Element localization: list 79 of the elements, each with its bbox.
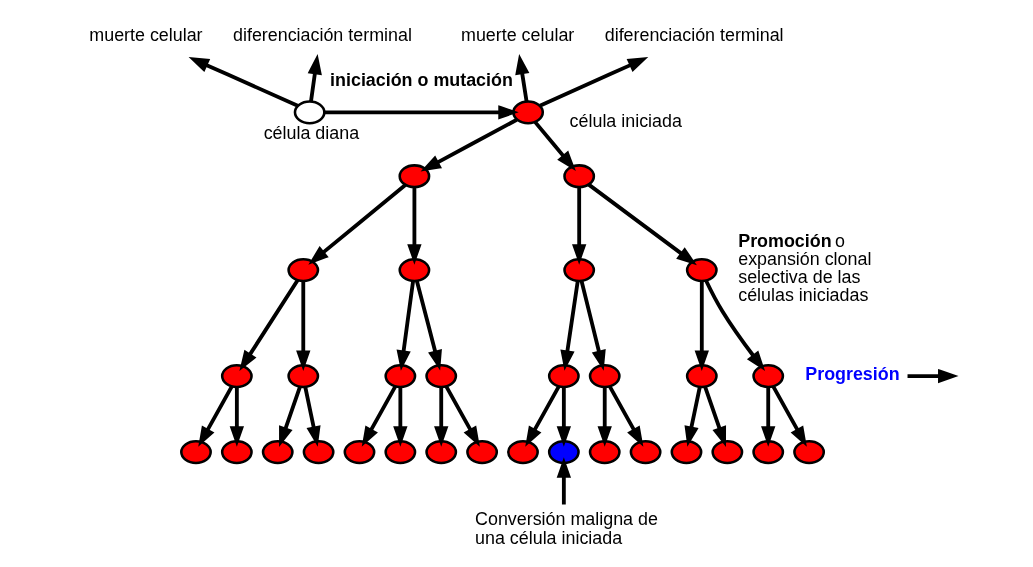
node-text: Progresión (805, 363, 900, 384)
node-circle (588, 363, 621, 389)
node-circle (507, 439, 539, 465)
node-circle (752, 439, 785, 465)
node-circle (670, 439, 703, 465)
arrow (684, 386, 702, 447)
arrow (279, 386, 302, 447)
node-circle (793, 439, 826, 465)
node-circle (563, 164, 596, 189)
node-circle (563, 257, 596, 283)
arrow (560, 280, 580, 371)
arrow (556, 457, 571, 505)
arrow (694, 281, 709, 371)
node-circle (287, 257, 320, 283)
node-circle (220, 439, 253, 465)
node-circle (384, 363, 417, 389)
node-circle (180, 439, 212, 465)
node-text: Conversión maligna de una célula iniciada (475, 508, 658, 548)
node-label: célula iniciada (569, 110, 682, 131)
node-text: diferenciación terminal (233, 25, 412, 46)
arrow (198, 385, 234, 447)
node-circle (287, 363, 320, 389)
node-circle (261, 439, 294, 465)
node-circle (293, 100, 326, 125)
arrow (420, 118, 518, 172)
node-circle (752, 363, 785, 389)
arrow (239, 279, 300, 371)
node-circle (466, 439, 499, 465)
node-circle (425, 439, 458, 465)
node-circle (343, 439, 376, 465)
arrow (907, 368, 959, 384)
node-text: muerte celular (461, 25, 575, 46)
edge-label: iniciación o mutación (330, 69, 513, 90)
node-circle (547, 439, 580, 465)
arrow (415, 280, 442, 371)
node-circle (398, 164, 431, 189)
arrow (704, 279, 766, 371)
arrow (303, 386, 321, 447)
arrow (324, 105, 519, 120)
arrow (525, 385, 561, 447)
arrow (533, 120, 576, 171)
node-circle (547, 363, 580, 389)
node-circle (512, 100, 545, 125)
arrow (572, 187, 587, 265)
arrow (361, 385, 398, 447)
node-label: célula diana (263, 123, 360, 144)
arrow (296, 281, 311, 371)
arrow (587, 183, 697, 266)
arrow (515, 53, 530, 102)
node-circle (302, 439, 335, 465)
arrow (407, 187, 422, 265)
node-circle (711, 439, 744, 465)
node-text: muerte celular (89, 25, 203, 46)
arrow (579, 280, 606, 371)
node-circle (384, 439, 417, 465)
node-circle (685, 363, 718, 389)
node-text: Promoción o expansión clonal selectiva de las células iniciadas (738, 231, 872, 305)
node-circle (685, 257, 718, 283)
arrow (396, 280, 415, 371)
node-circle (425, 363, 458, 389)
arrow (539, 57, 649, 108)
arrow (608, 385, 644, 447)
arrow (307, 53, 322, 102)
arrow (434, 387, 449, 447)
node-circle (220, 363, 253, 389)
arrow (229, 387, 245, 447)
arrow (761, 387, 776, 447)
arrow (556, 387, 571, 447)
arrow (597, 387, 612, 447)
node-circle (588, 439, 621, 465)
arrow (703, 386, 727, 447)
node-circle (629, 439, 662, 465)
arrow (444, 385, 480, 447)
arrow (393, 387, 408, 447)
arrow (188, 57, 299, 108)
node-text: diferenciación terminal (604, 25, 784, 46)
arrow (308, 183, 407, 265)
node-circle (398, 257, 431, 283)
arrow (771, 385, 807, 447)
